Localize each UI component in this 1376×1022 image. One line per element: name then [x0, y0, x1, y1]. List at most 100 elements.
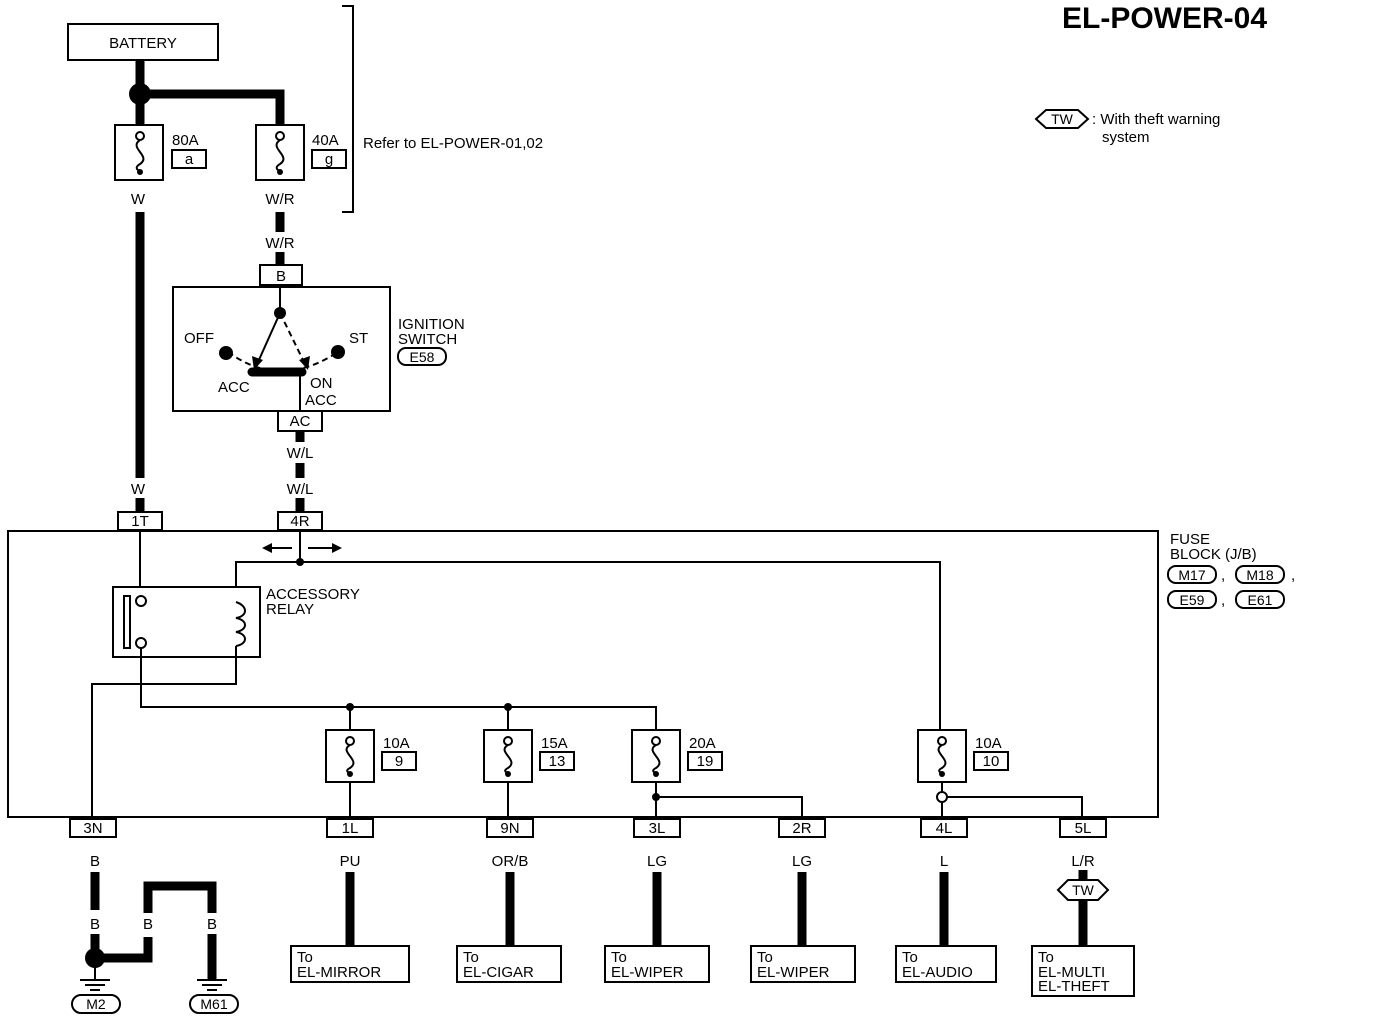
battery-label: BATTERY	[109, 35, 177, 52]
relay-coil	[235, 601, 246, 647]
terminal-label: 2R	[792, 820, 811, 837]
output-2r: 2R LG To EL-WIPER	[750, 818, 856, 983]
legend-text-2: system	[1102, 129, 1150, 146]
position-st: ST	[349, 330, 368, 347]
output-9n: 9N OR/B To EL-CIGAR	[456, 818, 562, 983]
terminal-label: 1L	[342, 820, 359, 837]
destination-label: EL-MULTI	[1038, 964, 1105, 981]
destination-label: EL-THEFT	[1038, 978, 1110, 995]
fuse-rating: 10A	[975, 735, 1002, 752]
connector-code: E58	[410, 349, 435, 365]
fuse-9: 10A 9	[325, 707, 417, 817]
connector-code: M17	[1178, 567, 1205, 583]
destination-label: EL-WIPER	[611, 964, 684, 981]
connector-code: E61	[1248, 592, 1273, 608]
separator: ,	[1221, 592, 1225, 609]
connector-code: M18	[1246, 567, 1273, 583]
fuse-block	[7, 530, 1159, 818]
destination-label: To	[902, 949, 918, 966]
fuse-number: 19	[697, 753, 714, 770]
battery-box	[67, 23, 219, 61]
wire-color-label: B	[207, 916, 217, 933]
fuse-19: 20A 19	[631, 729, 803, 817]
output-4l: 4L L To EL-AUDIO	[895, 818, 997, 983]
fuse-13: 15A 13	[483, 707, 575, 817]
ground-code: M61	[200, 996, 227, 1012]
wire-color-label: W	[131, 191, 146, 208]
terminal-label: 3L	[649, 820, 666, 837]
terminal-label: AC	[290, 413, 311, 430]
wire-color-label: W	[131, 481, 146, 498]
wire-color-label: W/L	[287, 445, 314, 462]
tw-badge	[1034, 109, 1090, 129]
output-1l: 1L PU To EL-MIRROR	[290, 818, 410, 983]
destination-label: EL-CIGAR	[463, 964, 534, 981]
fuse-rating: 20A	[689, 735, 716, 752]
terminal-label: 9N	[500, 820, 519, 837]
terminal-label: 4R	[290, 513, 309, 530]
refer-bracket	[342, 5, 354, 213]
fusible-link-rating: 80A	[172, 132, 199, 149]
fuse-number: 13	[549, 753, 566, 770]
relay-label-2: RELAY	[266, 601, 314, 618]
wire-color-label: B	[90, 916, 100, 933]
destination-label: To	[611, 949, 627, 966]
ground-circuit: B B B M2 M61	[71, 881, 239, 1014]
fusible-link-id: g	[325, 151, 333, 168]
destination-label: EL-WIPER	[757, 964, 830, 981]
fuse-number: 10	[983, 753, 1000, 770]
position-on-acc: ACC	[305, 392, 337, 409]
to-el-multi-theft	[1031, 945, 1135, 997]
to-el-wiper	[604, 945, 710, 983]
wire-color-label: B	[143, 916, 153, 933]
to-el-audio	[895, 945, 997, 983]
to-el-cigar	[456, 945, 562, 983]
fuse-10: 10A 10	[917, 729, 1083, 817]
wire-color-label: W/R	[265, 191, 294, 208]
destination-label: EL-MIRROR	[297, 964, 381, 981]
destination-label: To	[1038, 949, 1054, 966]
destination-label: To	[757, 949, 773, 966]
page-title: EL-POWER-04	[1062, 2, 1267, 35]
wire-color-label: W/R	[265, 235, 294, 252]
refer-note: Refer to EL-POWER-01,02	[363, 135, 543, 152]
separator: ,	[1291, 567, 1295, 584]
fusible-link-80a	[114, 124, 164, 181]
tw-badge	[1056, 879, 1110, 901]
ignition-switch	[172, 286, 391, 412]
relay-label: ACCESSORY	[266, 586, 360, 603]
to-el-mirror	[290, 945, 410, 983]
wire-color-label: LG	[792, 853, 812, 870]
ground-code: M2	[86, 996, 106, 1012]
wire-color-label: W/L	[287, 481, 314, 498]
wire-color-label: B	[90, 853, 100, 870]
terminal-label: 1T	[131, 513, 149, 530]
legend-text: : With theft warning	[1092, 111, 1220, 128]
legend: TW : With theft warning system	[1034, 109, 1220, 146]
fuse-rating: 10A	[383, 735, 410, 752]
output-5l: 5L L/R TW To EL-MULTI EL-THEFT	[1031, 818, 1135, 997]
wire-color-label: PU	[340, 853, 361, 870]
output-3l: 3L LG To EL-WIPER	[604, 818, 710, 983]
wire-color-label: OR/B	[492, 853, 529, 870]
wire-color-label: L	[940, 853, 948, 870]
fusible-link-rating: 40A	[312, 132, 339, 149]
destination-label: EL-AUDIO	[902, 964, 973, 981]
position-acc: ACC	[218, 379, 250, 396]
terminal-label: 4L	[936, 820, 953, 837]
position-on: ON	[310, 375, 333, 392]
wire-color-label: L/R	[1071, 853, 1095, 870]
destination-label: To	[463, 949, 479, 966]
connector-code: E59	[1180, 592, 1205, 608]
to-el-wiper-2	[750, 945, 856, 983]
fuse-block-label-2: BLOCK (J/B)	[1170, 546, 1257, 563]
terminal-label: B	[276, 268, 286, 285]
output-3n: 3N B	[69, 818, 117, 910]
battery-branch-wire	[140, 89, 285, 125]
ignition-label-2: SWITCH	[398, 331, 457, 348]
fuse-rating: 15A	[541, 735, 568, 752]
destination-label: To	[297, 949, 313, 966]
fuse-block-label: FUSE	[1170, 531, 1210, 548]
separator: ,	[1221, 567, 1225, 584]
